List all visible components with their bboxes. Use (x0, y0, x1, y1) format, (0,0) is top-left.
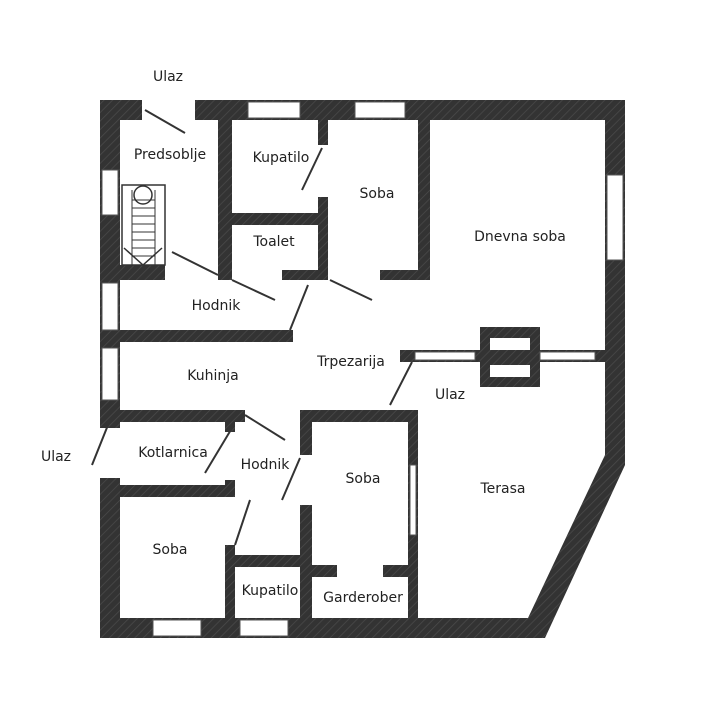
staircase (121, 184, 166, 267)
room-label-terasa: Terasa (480, 481, 526, 497)
room-label-soba-bottom: Soba (153, 542, 188, 558)
room-label-soba-top: Soba (360, 186, 395, 202)
doors (91, 109, 413, 546)
room-label-toalet: Toalet (252, 234, 295, 250)
room-label-kupatilo-bottom: Kupatilo (242, 583, 299, 599)
room-label-soba-middle: Soba (346, 471, 381, 487)
room-label-trpezarija: Trpezarija (316, 354, 385, 370)
windows (101, 101, 624, 637)
room-label-dnevna-soba: Dnevna soba (474, 229, 566, 245)
room-label-hodnik-bottom: Hodnik (241, 457, 291, 473)
room-label-kotlarnica: Kotlarnica (138, 445, 208, 461)
room-label-hodnik-top: Hodnik (192, 298, 242, 314)
room-label-garderober: Garderober (323, 590, 403, 606)
room-label-ulaz-terrace: Ulaz (435, 387, 465, 403)
room-labels: Predsoblje Kupatilo Soba Toalet Dnevna s… (41, 69, 566, 606)
room-label-predsoblje: Predsoblje (134, 147, 206, 163)
entrance-label-top: Ulaz (153, 69, 183, 85)
entrance-label-left: Ulaz (41, 449, 71, 465)
room-label-kupatilo-top: Kupatilo (253, 150, 310, 166)
room-label-kuhinja: Kuhinja (187, 368, 238, 384)
